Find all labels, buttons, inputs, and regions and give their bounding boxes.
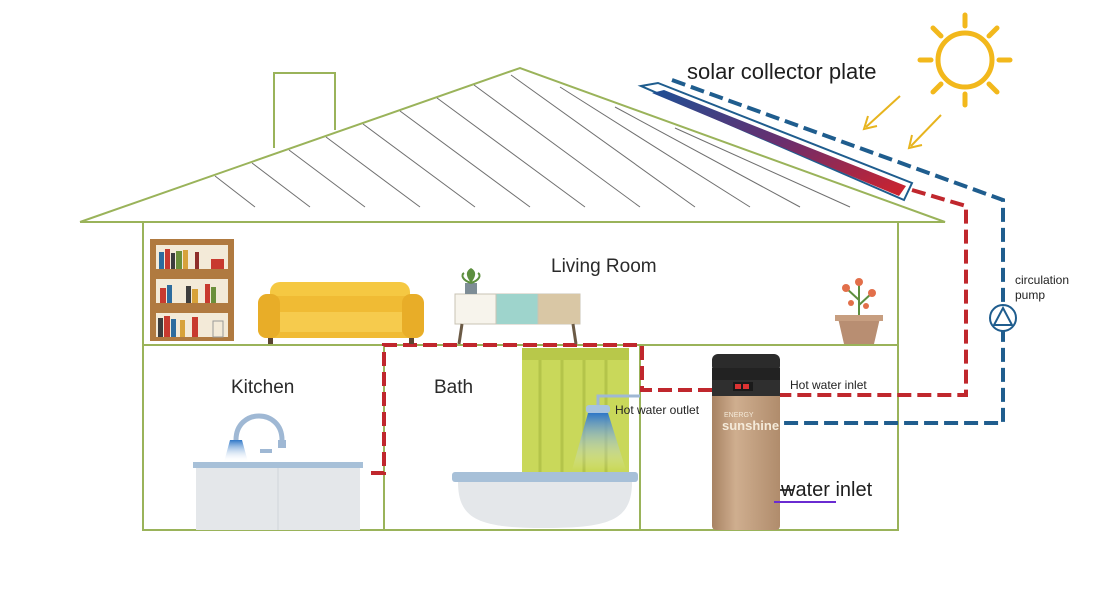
shower-icon (572, 394, 640, 470)
flower-pot-icon (835, 278, 883, 344)
water-heater-tank (712, 354, 780, 530)
solar-collector-plate (637, 81, 914, 202)
bath-label: Bath (434, 377, 474, 398)
pump-icon (989, 304, 1017, 332)
sideboard-cabinet (454, 293, 581, 345)
roof-shingle-lines (214, 74, 851, 208)
sofa-icon (258, 282, 424, 344)
hot-water-inlet-label: Hot water inlet (790, 378, 867, 392)
kitchen-counter (193, 462, 363, 530)
circulation-pump-label-line2: pump (1015, 288, 1046, 302)
hot-water-pipe-house (366, 343, 712, 475)
living-room-label: Living Room (551, 256, 657, 277)
water-inlet-label: water inlet (781, 479, 873, 501)
plant-icon (461, 268, 481, 294)
kitchen-label: Kitchen (231, 377, 295, 398)
solar-collector-label: solar collector plate (687, 59, 877, 84)
faucet-icon (224, 413, 286, 462)
bathtub-icon (452, 472, 638, 528)
chimney (273, 72, 336, 148)
hot-water-outlet-label: Hot water outlet (615, 403, 700, 417)
heater-brand-name: sunshine (722, 418, 780, 433)
circulation-pump-label-line1: circulation (1015, 273, 1070, 287)
heater-brand-small: ENERGY (724, 412, 754, 419)
sun-ray-arrows (862, 95, 942, 150)
house-roof (79, 66, 946, 223)
sun-icon (917, 12, 1013, 108)
hot-water-pipe-collector (780, 188, 968, 397)
bookshelf-icon (150, 239, 234, 341)
